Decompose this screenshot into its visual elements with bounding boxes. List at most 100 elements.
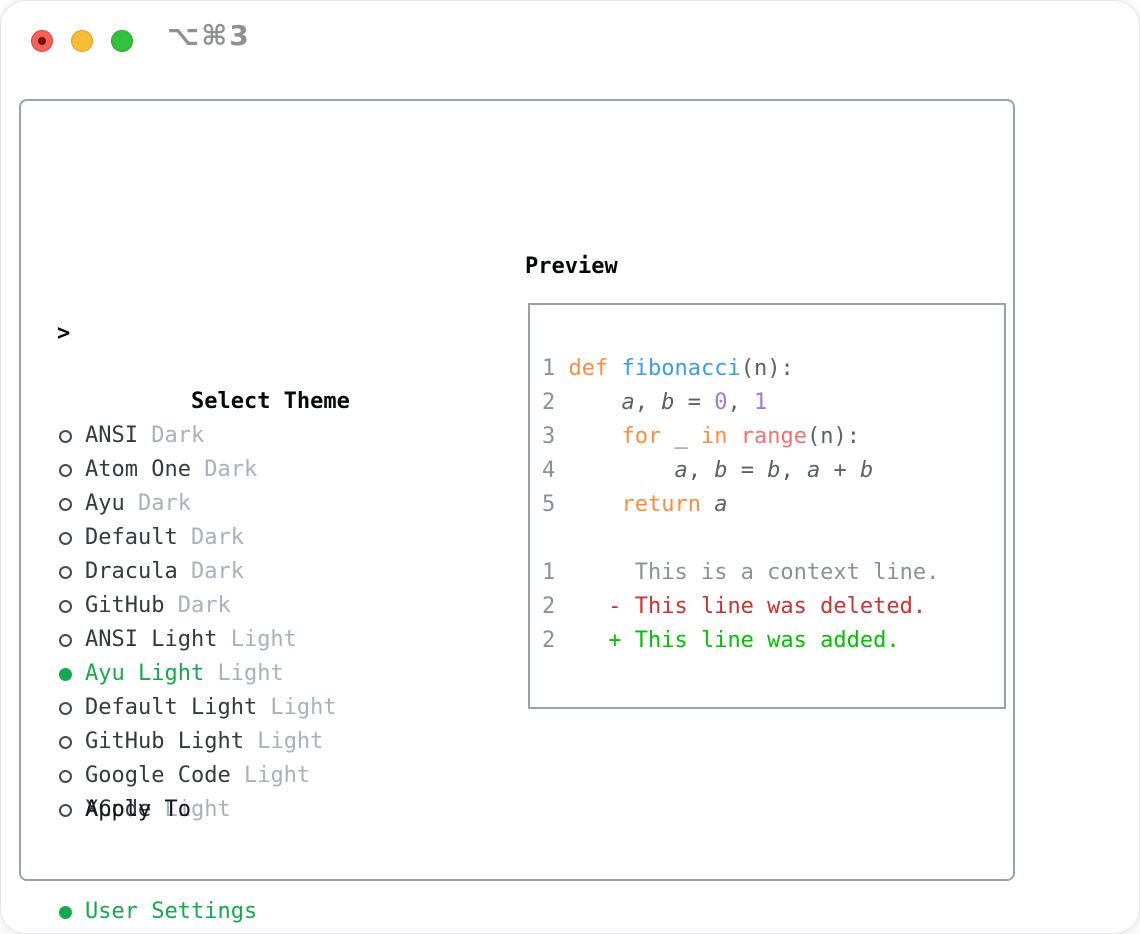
code-segment: , bbox=[687, 458, 715, 483]
code-segment bbox=[555, 628, 608, 653]
theme-option-label: GitHub bbox=[85, 593, 165, 618]
theme-option-variant-label: Dark bbox=[124, 491, 191, 516]
theme-option-label: Default bbox=[85, 525, 178, 550]
radio-icon bbox=[59, 430, 72, 443]
theme-option-variant-label: Light bbox=[257, 695, 337, 720]
code-segment: + This line was added. bbox=[608, 628, 900, 653]
apply-to-section: Apply To User SettingsWorkspace Settings bbox=[57, 725, 323, 933]
theme-option-ayu-light[interactable]: Ayu Light Light bbox=[57, 657, 350, 691]
radio-icon bbox=[59, 532, 72, 545]
theme-option-label: ANSI Light bbox=[85, 627, 218, 652]
radio-icon bbox=[59, 770, 72, 783]
code-segment: 4 bbox=[542, 458, 556, 483]
theme-option-xcode[interactable]: XCode Light bbox=[57, 793, 350, 827]
code-line: 2 - This line was deleted. bbox=[542, 590, 939, 624]
theme-option-ansi[interactable]: ANSI Dark bbox=[57, 419, 350, 453]
theme-option-variant-label: Dark bbox=[137, 423, 205, 448]
code-segment: 2 bbox=[542, 390, 556, 415]
code-segment: def bbox=[568, 356, 609, 381]
hint-line: (Use Enter to select, Tab to bbox=[57, 929, 428, 933]
radio-icon bbox=[59, 804, 72, 817]
theme-option-github-light[interactable]: GitHub Light Light bbox=[57, 725, 350, 759]
radio-icon bbox=[59, 702, 72, 715]
theme-option-atom-one[interactable]: Atom One Dark bbox=[57, 453, 350, 487]
code-segment bbox=[701, 492, 714, 517]
code-segment: 1 bbox=[542, 356, 569, 381]
code-segment: for bbox=[621, 424, 662, 449]
window-shortcut-title: ⌥⌘3 bbox=[167, 19, 251, 52]
code-line: 4 a, b = b, a + b bbox=[542, 454, 939, 488]
preview-title: Preview bbox=[525, 254, 618, 279]
code-segment: 2 bbox=[542, 594, 556, 619]
code-segment: + bbox=[820, 458, 860, 483]
code-segment: a bbox=[714, 492, 728, 517]
theme-option-label: Default Light bbox=[85, 695, 258, 720]
code-segment: a bbox=[674, 458, 688, 483]
theme-option-github[interactable]: GitHub Dark bbox=[57, 589, 350, 623]
code-segment: , bbox=[727, 390, 754, 415]
theme-option-dracula[interactable]: Dracula Dark bbox=[57, 555, 350, 589]
theme-option-label: GitHub Light bbox=[85, 729, 244, 754]
minimize-window-button[interactable] bbox=[71, 30, 93, 52]
code-segment: 1 bbox=[542, 560, 556, 585]
code-segment: (n): bbox=[806, 424, 860, 449]
theme-option-variant-label: Light bbox=[217, 627, 297, 652]
radio-selected-icon bbox=[59, 906, 72, 919]
theme-option-google-code[interactable]: Google Code Light bbox=[57, 759, 350, 793]
code-segment: = bbox=[727, 458, 768, 483]
radio-icon bbox=[59, 566, 72, 579]
code-line: 5 return a bbox=[542, 488, 939, 522]
code-segment: , bbox=[780, 458, 807, 483]
apply-option-label: User Settings bbox=[85, 899, 258, 924]
theme-option-default-light[interactable]: Default Light Light bbox=[57, 691, 350, 725]
theme-option-label: ANSI bbox=[85, 423, 138, 448]
apply-to-list: User SettingsWorkspace Settings bbox=[57, 895, 323, 933]
theme-option-label: Google Code bbox=[85, 763, 231, 788]
code-segment: This is a context line. bbox=[555, 560, 940, 585]
code-segment: 0 bbox=[714, 390, 728, 415]
theme-option-label: Ayu bbox=[85, 491, 125, 516]
radio-selected-icon bbox=[59, 668, 72, 681]
apply-option-user-settings[interactable]: User Settings bbox=[57, 895, 323, 929]
code-segment bbox=[608, 356, 621, 381]
theme-option-label: Ayu Light bbox=[85, 661, 205, 686]
code-segment bbox=[555, 492, 621, 517]
theme-option-variant-label: Light bbox=[230, 763, 311, 788]
code-segment: range bbox=[740, 424, 807, 449]
code-segment bbox=[555, 424, 621, 449]
code-line: 2 a, b = 0, 1 bbox=[542, 386, 939, 420]
theme-option-ansi-light[interactable]: ANSI Light Light bbox=[57, 623, 350, 657]
apply-to-title: Apply To bbox=[85, 797, 191, 822]
radio-icon bbox=[59, 464, 72, 477]
zoom-window-button[interactable] bbox=[111, 30, 133, 52]
theme-option-label: XCode bbox=[85, 797, 152, 822]
code-segment: a bbox=[806, 458, 821, 483]
code-line: 2 + This line was added. bbox=[542, 624, 939, 658]
code-segment: - This line was deleted. bbox=[608, 594, 927, 619]
code-line bbox=[542, 522, 939, 556]
close-window-button[interactable] bbox=[31, 30, 53, 52]
code-segment: 1 bbox=[753, 390, 768, 415]
modified-indicator-dot bbox=[38, 37, 46, 45]
theme-option-variant-label: Dark bbox=[177, 559, 244, 584]
code-segment bbox=[555, 594, 608, 619]
theme-option-variant-label: Dark bbox=[177, 525, 244, 550]
code-segment: , bbox=[634, 390, 662, 415]
theme-option-default[interactable]: Default Dark bbox=[57, 521, 350, 555]
code-segment: 3 bbox=[542, 424, 556, 449]
focus-cursor: > bbox=[57, 321, 71, 346]
code-segment: return bbox=[621, 492, 701, 517]
theme-option-label: Atom One bbox=[85, 457, 191, 482]
theme-option-ayu[interactable]: Ayu Dark bbox=[57, 487, 350, 521]
theme-list-title: Select Theme bbox=[190, 389, 350, 414]
code-segment: _ bbox=[661, 424, 701, 449]
code-segment bbox=[555, 390, 621, 415]
theme-list-header: > Select Theme bbox=[57, 317, 350, 414]
code-segment: 5 bbox=[542, 492, 556, 517]
